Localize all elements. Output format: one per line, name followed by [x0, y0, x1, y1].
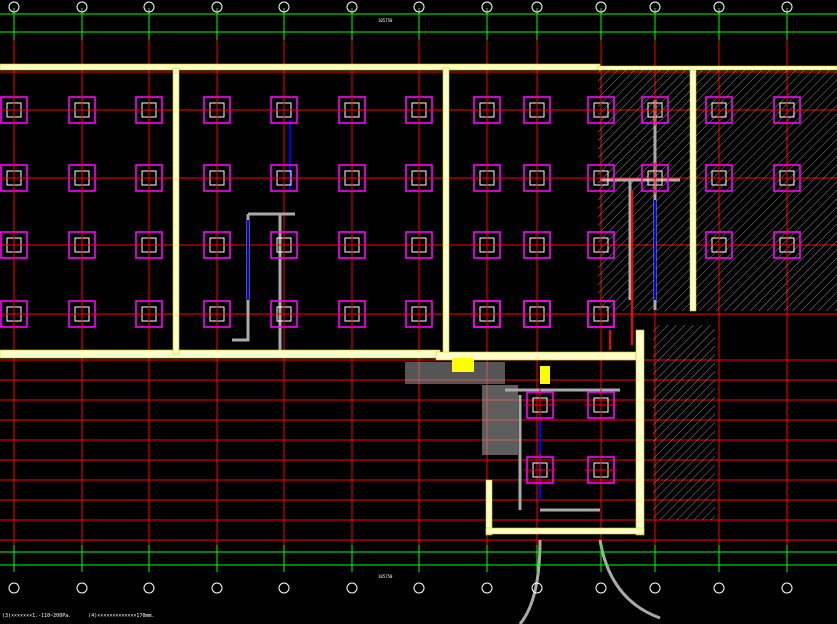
grid-bubble-bottom: [278, 582, 290, 594]
core-block: [482, 385, 518, 455]
wall-segment: [0, 349, 441, 359]
wall-segment: [485, 527, 645, 535]
wall-segment: [0, 63, 601, 71]
note-4: (4)×××××××××××××170mm.: [88, 613, 155, 619]
hatched-zone-right: [598, 68, 837, 311]
dimension-lines: [0, 8, 837, 572]
bottom-overall-dimension: 105750: [378, 574, 393, 579]
grid-bubble-top: [211, 1, 223, 13]
grid-bubble-top: [346, 1, 358, 13]
accent-block: [452, 358, 474, 372]
grid-bubble-top: [413, 1, 425, 13]
diffuser-units: [0, 94, 803, 486]
wall-segment: [485, 479, 493, 536]
grid-bubble-top: [713, 1, 725, 13]
ductwork: [232, 100, 680, 512]
grid-bubbles: [8, 1, 793, 594]
grid-bubble-bottom: [649, 582, 661, 594]
grid-bubble-bottom: [713, 582, 725, 594]
grid-bubble-top: [143, 1, 155, 13]
wall-segment: [172, 67, 180, 355]
walls: [0, 63, 837, 536]
grid-bubble-bottom: [531, 582, 543, 594]
grid-bubble-top: [781, 1, 793, 13]
hatched-areas: [598, 68, 837, 520]
grid-bubble-bottom: [413, 582, 425, 594]
wall-segment: [442, 67, 450, 355]
grid-bubble-top: [595, 1, 607, 13]
grid-bubble-top: [76, 1, 88, 13]
grid-bubble-top: [531, 1, 543, 13]
grid-bubble-bottom: [781, 582, 793, 594]
corridor-block: [405, 362, 505, 384]
grid-bubble-bottom: [346, 582, 358, 594]
grid-bubble-bottom: [143, 582, 155, 594]
grid-bubble-top: [8, 1, 20, 13]
grid-bubble-bottom: [8, 582, 20, 594]
grid-bubble-top: [481, 1, 493, 13]
hatched-zone-lower: [653, 325, 715, 520]
grid-bubble-bottom: [595, 582, 607, 594]
grid-bubble-bottom: [76, 582, 88, 594]
grid-bubble-bottom: [211, 582, 223, 594]
top-overall-dimension: 105750: [378, 18, 393, 23]
drawing-notes: (3)×××××××1.-110~200Pa. (4)×××××××××××××…: [2, 613, 169, 623]
grid-bubble-bottom: [481, 582, 493, 594]
wall-segment: [689, 67, 697, 312]
accent-block: [540, 366, 550, 384]
grid-bubble-top: [649, 1, 661, 13]
grid-bubble-top: [278, 1, 290, 13]
duct-run: [232, 214, 250, 342]
wall-segment: [597, 65, 837, 71]
wall-segment: [635, 329, 645, 536]
note-3: (3)×××××××1.-110~200Pa.: [2, 613, 72, 619]
